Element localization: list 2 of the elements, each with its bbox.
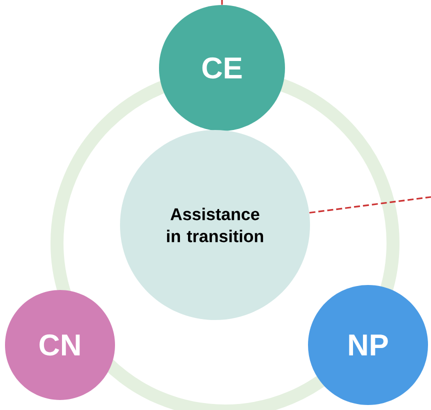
leader-line: [309, 196, 431, 214]
leader-line: [221, 0, 223, 5]
